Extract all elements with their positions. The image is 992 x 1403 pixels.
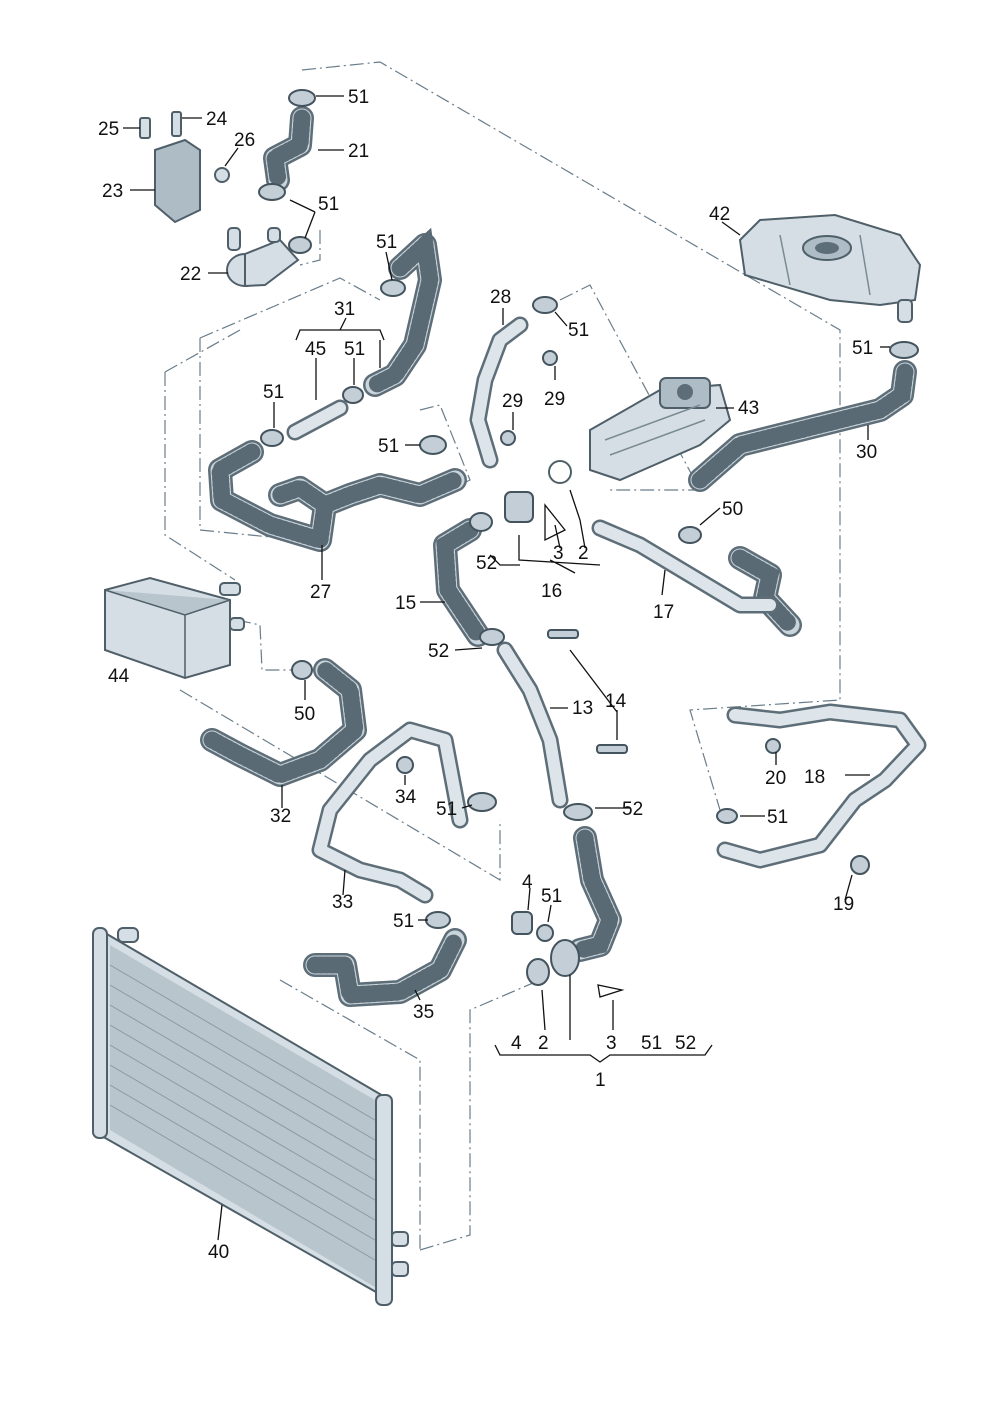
callout-c28: 15	[395, 593, 416, 614]
callout-c54: 1	[595, 1070, 606, 1091]
callout-c19: 29	[544, 389, 565, 410]
callout-c34: 44	[108, 666, 130, 687]
callout-c12: 51	[344, 339, 365, 360]
callout-c48: 35	[413, 1002, 434, 1023]
callout-c52: 51	[641, 1033, 662, 1054]
callout-c04: 24	[206, 109, 228, 130]
callout-c26: 52	[476, 553, 497, 574]
callout-c16: 28	[490, 287, 511, 308]
callout-c53: 52	[675, 1033, 696, 1054]
callout-c30: 17	[653, 602, 674, 623]
callout-c39: 33	[332, 892, 353, 913]
heat-exchanger	[589, 377, 732, 482]
callout-c43: 51	[767, 807, 788, 828]
callout-c23: 30	[856, 442, 877, 463]
callout-c09: 51	[376, 232, 397, 253]
callout-c20: 43	[738, 398, 759, 419]
callout-c36: 32	[270, 806, 291, 827]
callout-c06: 23	[102, 181, 123, 202]
callout-c03: 25	[98, 119, 119, 140]
callout-c45: 4	[522, 872, 533, 893]
callout-c10: 31	[334, 299, 355, 320]
expansion-tank	[738, 213, 922, 323]
callout-c27: 16	[541, 581, 562, 602]
callout-c31: 52	[428, 641, 449, 662]
callout-c05: 26	[234, 130, 255, 151]
oil-cooler	[104, 576, 245, 680]
callout-c07: 51	[318, 194, 339, 215]
callout-c25: 3	[553, 543, 564, 564]
callout-c44: 19	[833, 894, 854, 915]
leader-lines	[123, 95, 890, 1241]
auxiliary-water-pump	[139, 111, 300, 288]
callout-labels: 51 21 25 24 26 23 51 22 51 31 45 51 51 5…	[98, 87, 877, 1263]
callout-c15: 27	[310, 582, 331, 603]
callout-c50: 2	[538, 1033, 549, 1054]
coolant-pipes	[286, 316, 927, 904]
callout-c37: 34	[395, 787, 417, 808]
callout-c22: 51	[852, 338, 873, 359]
callout-c02: 21	[348, 141, 369, 162]
radiator	[92, 927, 409, 1306]
callout-c55: 40	[208, 1242, 229, 1263]
callout-c42: 18	[804, 767, 825, 788]
callout-c33: 13	[572, 698, 593, 719]
callout-c41: 20	[765, 768, 786, 789]
callout-c40: 52	[622, 799, 643, 820]
callout-c24: 2	[578, 543, 589, 564]
callout-c13: 51	[263, 382, 284, 403]
callout-c47: 51	[393, 911, 414, 932]
callout-c29: 50	[722, 499, 743, 520]
callout-c21: 42	[709, 204, 730, 225]
callout-c51: 3	[606, 1033, 617, 1054]
callout-c14: 51	[378, 436, 399, 457]
callout-c46: 51	[541, 886, 562, 907]
callout-c35: 50	[294, 704, 315, 725]
assembly-guide-lines	[164, 61, 841, 1251]
callout-c08: 22	[180, 264, 201, 285]
callout-c49: 4	[511, 1033, 522, 1054]
callout-c38: 51	[436, 799, 457, 820]
callout-c17: 51	[568, 320, 589, 341]
callout-c32: 14	[605, 691, 627, 712]
callout-c01: 51	[348, 87, 369, 108]
coolant-hoses	[200, 106, 917, 1007]
callout-c18: 29	[502, 391, 523, 412]
callout-c11: 45	[305, 339, 326, 360]
